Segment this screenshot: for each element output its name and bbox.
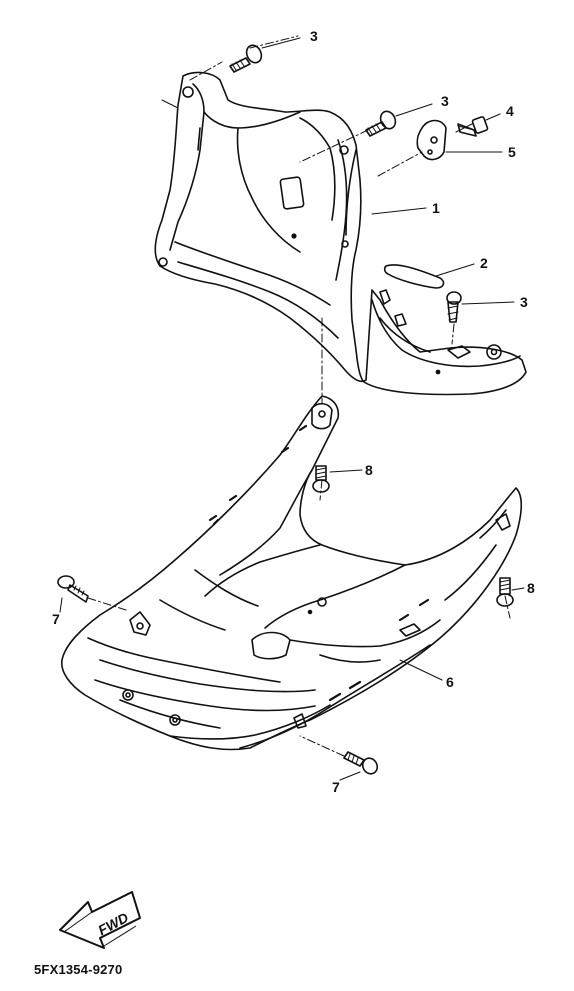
inner-panel-part-1 [154,71,527,396]
floor-panel-part-6 [60,395,523,751]
screw-part-7-left [57,575,89,603]
assembly-lines [87,35,511,757]
part-code-label: 5FX1354-9270 [34,962,123,977]
screw-part-3-low [446,291,462,323]
clip-part-5 [416,119,447,161]
callout-6: 6 [446,674,454,690]
callout-4: 4 [506,103,514,119]
callout-2: 2 [480,255,488,271]
screw-part-7-bottom [343,751,379,775]
leader-lines [59,37,525,781]
screw-part-3-top [229,44,263,73]
callout-3-low: 3 [520,294,528,310]
screw-part-4 [455,116,489,137]
screw-part-3-mid [365,110,397,137]
callout-7-bottom: 7 [332,779,340,795]
screw-part-8-lower [496,577,514,607]
callout-labels: 3 3 4 5 1 2 3 8 8 7 6 7 [52,28,535,795]
callout-5: 5 [508,144,516,160]
callout-8-upper: 8 [365,462,373,478]
callout-8-lower: 8 [527,580,535,596]
callout-7-left: 7 [52,611,60,627]
forward-arrow-icon: FWD [59,891,141,949]
callout-3-top: 3 [310,28,318,44]
callout-3-mid: 3 [441,93,449,109]
seal-pad-part-2 [383,264,445,289]
callout-1: 1 [432,200,440,216]
